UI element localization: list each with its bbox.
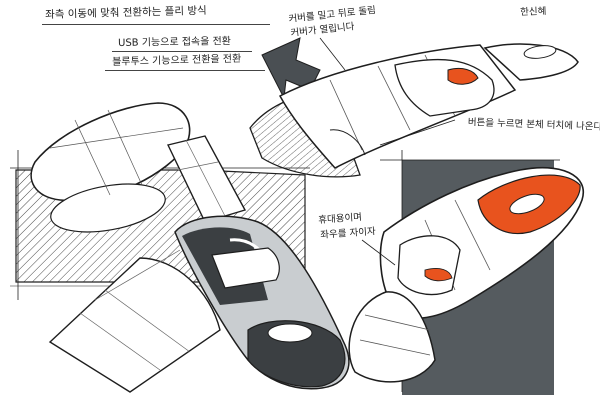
bluetooth-underline [105,70,265,71]
left-bottom-plate [48,247,280,393]
usb-underline [112,51,252,52]
annotation-leaders [319,37,456,266]
top-right-mouse [249,37,579,178]
left-mouse-body [30,102,191,233]
note-usb: USB 기능으로 접속을 전환 [118,36,232,49]
left-upper-plate [166,135,247,223]
bottom-right-mouse [348,150,585,395]
title-underline [42,24,270,25]
signature: 한신혜 [520,6,547,18]
